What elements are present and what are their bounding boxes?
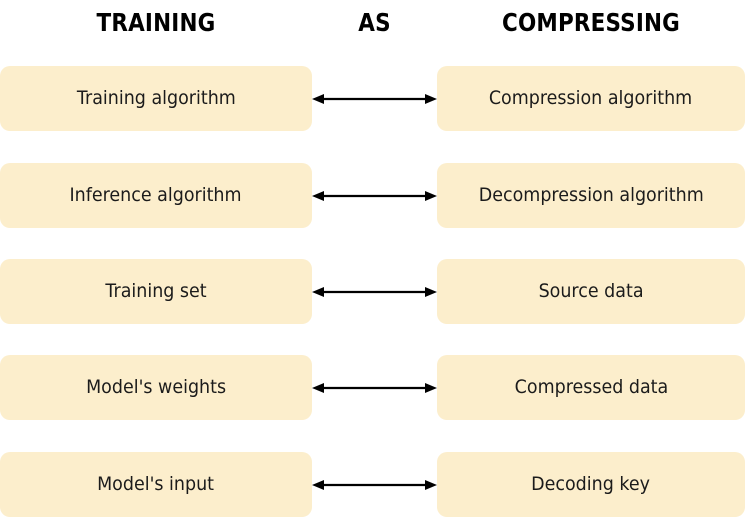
column-header-as: AS [358, 8, 391, 37]
concept-box-left: Inference algorithm [0, 163, 312, 228]
mapping-row: Model's input Decoding key [0, 452, 748, 517]
concept-label-left: Training algorithm [76, 87, 236, 109]
bidirectional-arrow [312, 452, 437, 517]
mapping-row: Training algorithm Compression algorithm [0, 66, 748, 131]
bidirectional-arrow [312, 163, 437, 228]
concept-label-left: Inference algorithm [69, 184, 243, 206]
bidirectional-arrow [312, 259, 437, 324]
concept-label-right: Source data [538, 280, 644, 302]
concept-label-right: Compression algorithm [489, 87, 693, 109]
concept-label-left: Model's input [97, 473, 215, 495]
concept-label-right: Decompression algorithm [478, 184, 704, 206]
concept-box-right: Decompression algorithm [437, 163, 745, 228]
concept-box-right: Compressed data [437, 355, 745, 420]
column-header-training: TRAINING [96, 8, 216, 37]
concept-label-right: Compressed data [514, 376, 668, 398]
column-headers: TRAINING AS COMPRESSING [0, 0, 748, 60]
bidirectional-arrow [312, 355, 437, 420]
column-header-compressing: COMPRESSING [502, 8, 680, 37]
mapping-row: Inference algorithm Decompression algori… [0, 163, 748, 228]
concept-label-right: Decoding key [531, 473, 651, 495]
concept-box-left: Training algorithm [0, 66, 312, 131]
concept-box-right: Compression algorithm [437, 66, 745, 131]
mapping-row: Model's weights Compressed data [0, 355, 748, 420]
concept-label-left: Model's weights [85, 376, 226, 398]
concept-box-left: Model's weights [0, 355, 312, 420]
concept-box-left: Model's input [0, 452, 312, 517]
bidirectional-arrow [312, 66, 437, 131]
concept-box-right: Decoding key [437, 452, 745, 517]
concept-box-right: Source data [437, 259, 745, 324]
mapping-row: Training set Source data [0, 259, 748, 324]
concept-label-left: Training set [105, 280, 207, 302]
concept-box-left: Training set [0, 259, 312, 324]
